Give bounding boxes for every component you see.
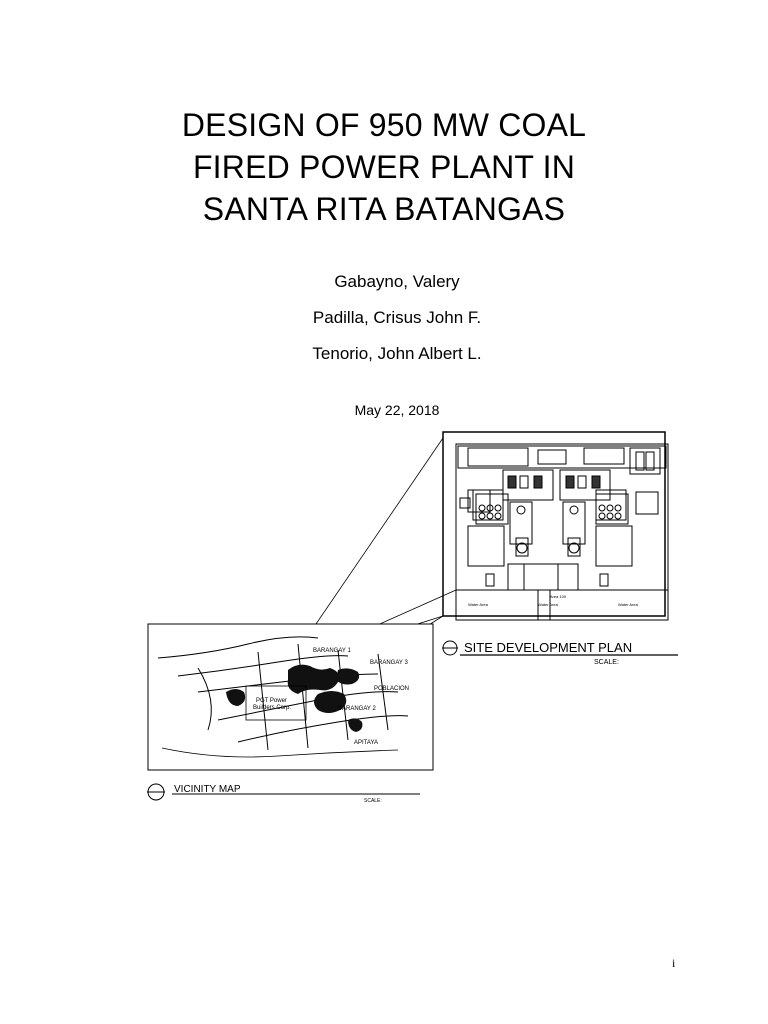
document-date: May 22, 2018 [354,402,440,418]
author-2: Padilla, Crisus John F. [312,308,482,327]
site-plan-title: SITE DEVELOPMENT PLAN [464,640,632,655]
water-area-mid-label: Water Area [538,602,559,607]
map-label-poblacion: POBLACION [374,686,409,692]
map-label-barangay2: BARANGAY 2 [338,706,376,712]
site-plan-scale: SCALE: [594,659,619,666]
map-label-barangay3: BARANGAY 3 [370,660,408,666]
water-area-left-label: Water Area [468,602,489,607]
title-line-1: DESIGN OF 950 MW COAL [181,107,587,143]
vicinity-scale: SCALE: [364,798,382,804]
vicinity-title: VICINITY MAP [174,784,241,795]
site-development-plan [442,431,669,621]
author-3: Tenorio, John Albert L. [312,344,482,363]
water-area-right-label: Water Area [618,602,639,607]
map-label-builders-2: Builders Corp. [253,705,291,711]
author-1: Gabayno, Valery [334,272,460,291]
document-title: DESIGN OF 950 MW COAL FIRED POWER PLANT … [0,104,768,230]
site-figure: Area 100 Water Area Water Area Water Are… [138,430,683,810]
page-number: i [672,956,676,970]
map-label-barangay1: BARANGAY 1 [313,648,351,654]
title-line-2: FIRED POWER PLANT IN [192,149,576,185]
area-100-label: Area 100 [550,594,567,599]
vicinity-map: PGT Power Builders Corp. BARANGAY 1 BARA… [147,623,434,771]
map-label-builders-1: PGT Power [256,698,287,704]
map-label-apitaya: APITAYA [354,740,378,746]
title-line-3: SANTA RITA BATANGAS [202,191,566,227]
